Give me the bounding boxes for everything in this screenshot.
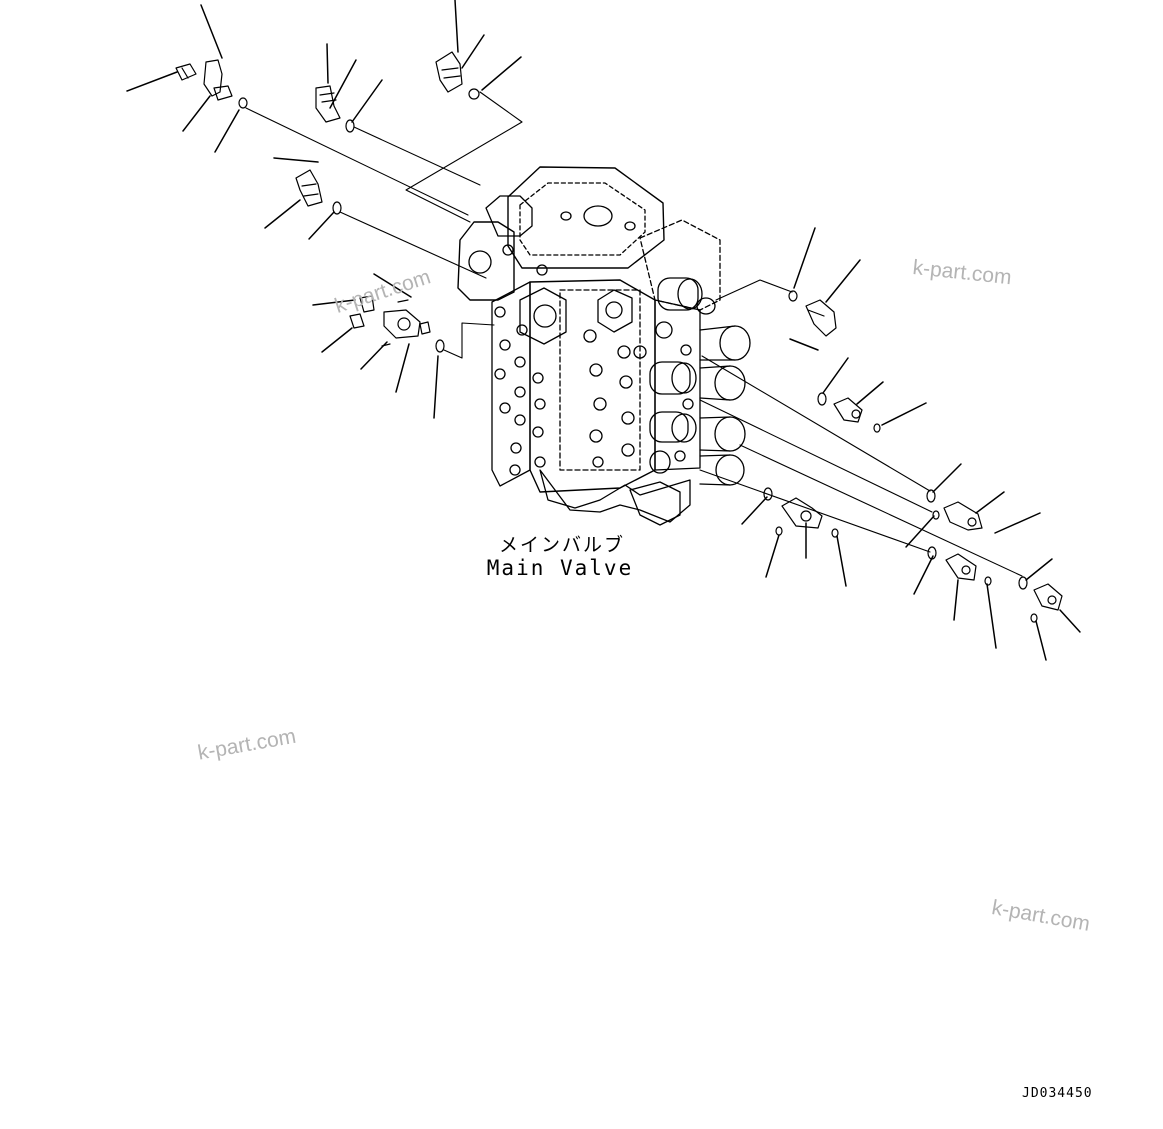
fitting-right-3 — [926, 489, 983, 531]
fitting-tee-left — [349, 295, 445, 353]
valve-bolts — [494, 244, 635, 476]
main-valve-body — [457, 166, 751, 526]
fitting-tee-bottom — [763, 487, 839, 538]
main-valve-label-en: Main Valve — [486, 556, 634, 580]
fitting-right-1 — [788, 290, 837, 337]
fitting-elbow-2 — [315, 85, 355, 133]
fitting-elbow-1 — [175, 59, 248, 109]
fitting-right-5 — [1018, 576, 1063, 623]
fitting-right-2 — [817, 392, 881, 433]
spool-sections — [633, 277, 751, 486]
fitting-right-4 — [927, 546, 992, 586]
connection-lines — [245, 91, 1023, 577]
fitting-elbow-3 — [435, 51, 480, 100]
leader-lines — [126, 0, 1081, 661]
fitting-elbow-4 — [295, 169, 342, 215]
drawing-code: JD034450 — [1022, 1086, 1093, 1101]
fittings — [175, 51, 1063, 623]
main-valve-label-jp: メインバルブ — [498, 534, 625, 556]
